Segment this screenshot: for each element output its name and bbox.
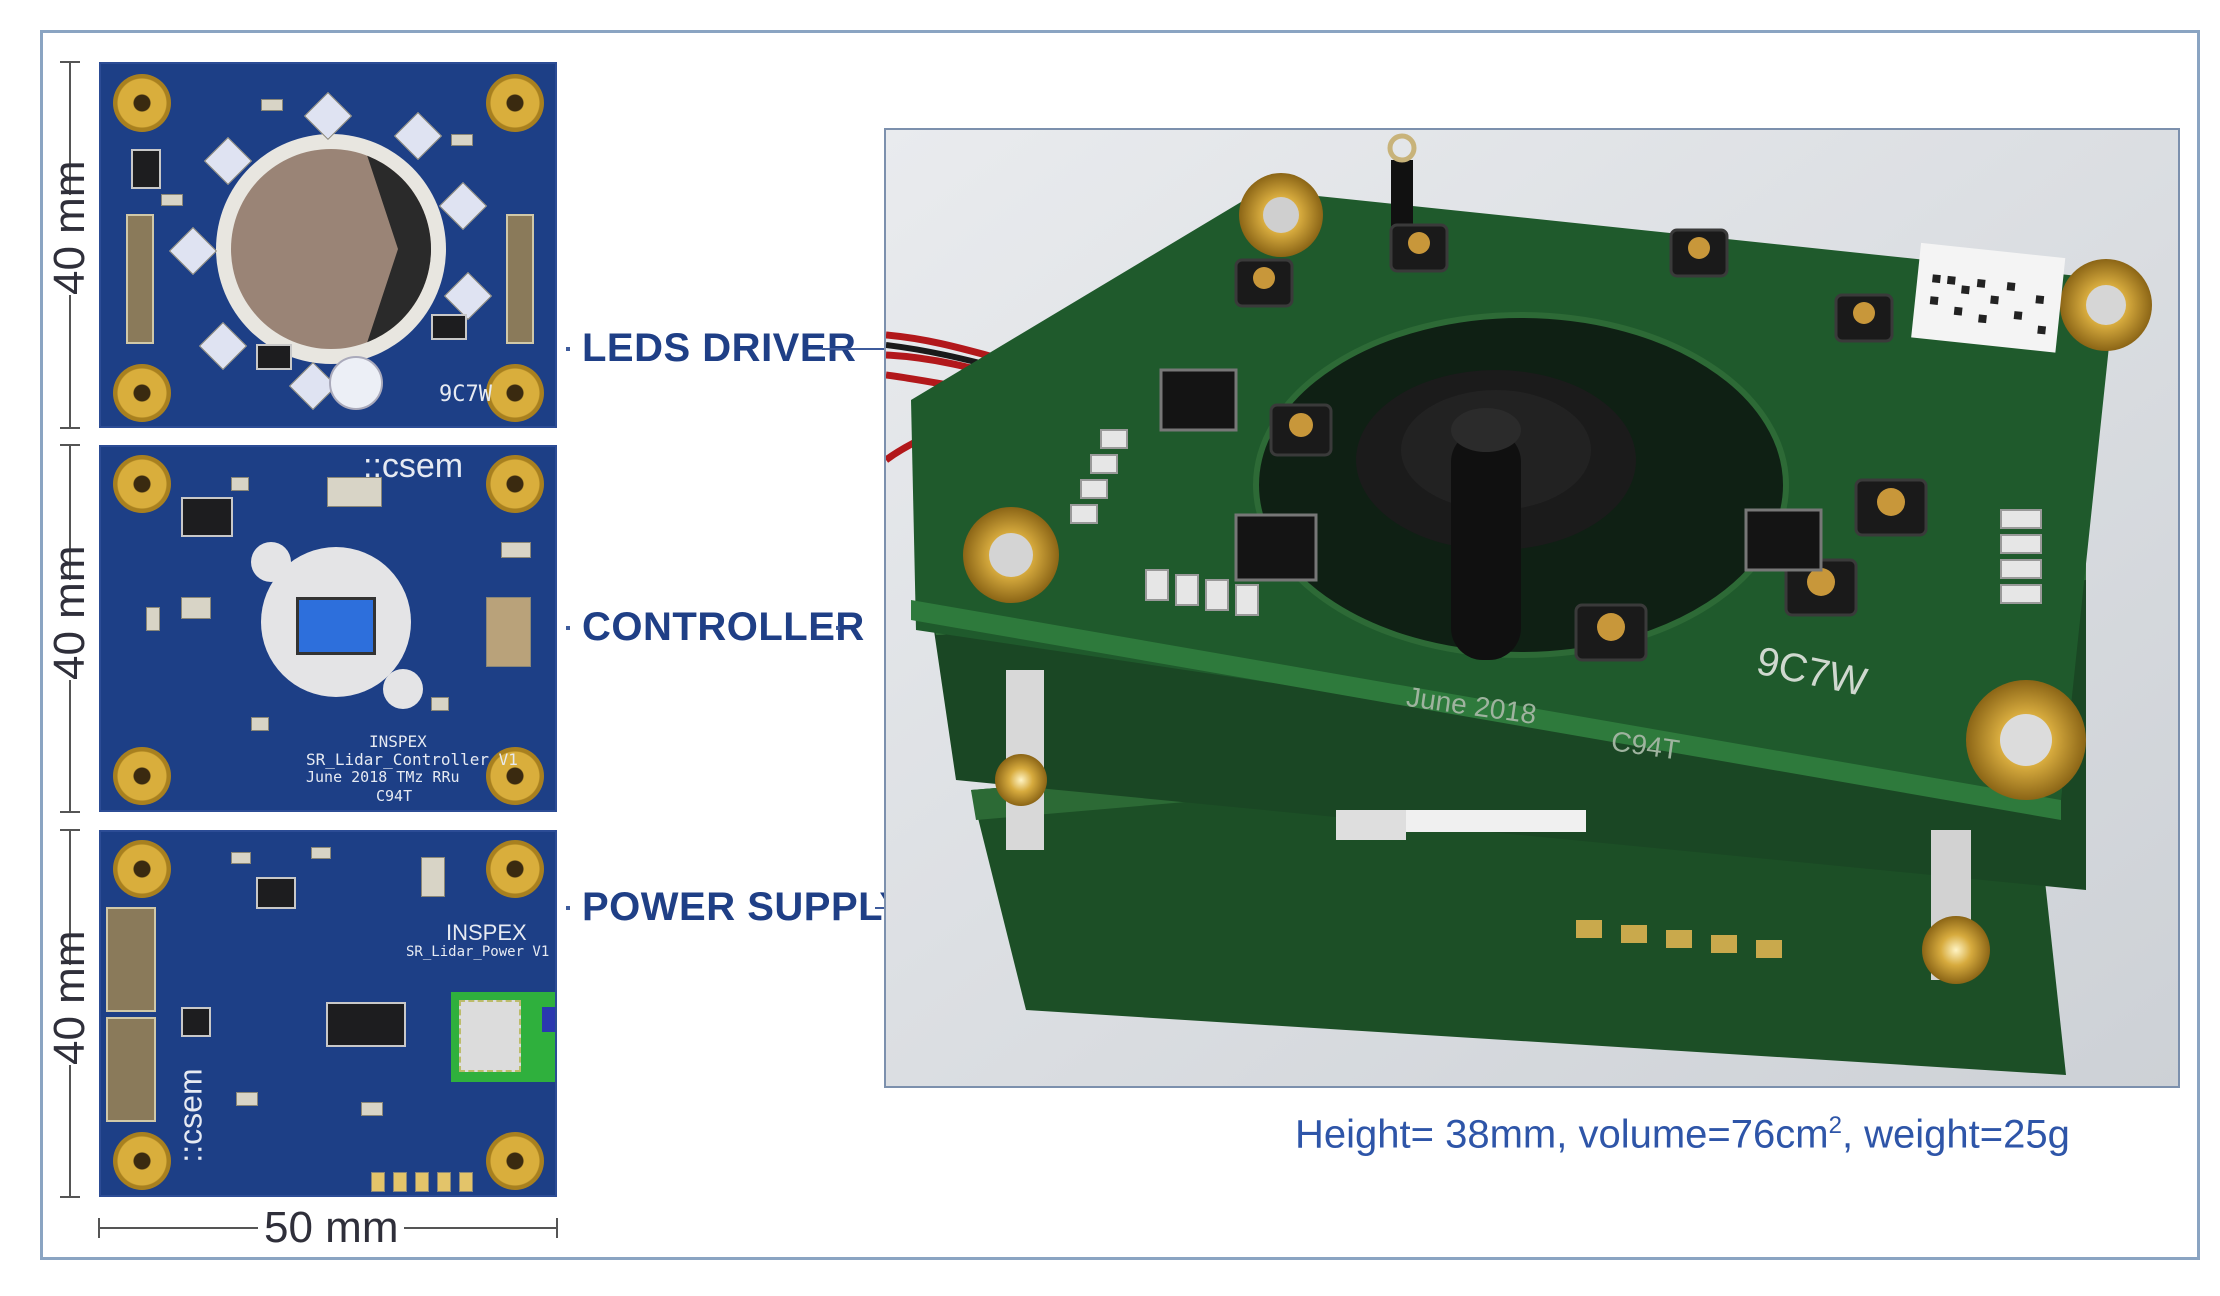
test-pad xyxy=(393,1172,407,1192)
mounting-pad xyxy=(486,840,544,898)
caption-superscript: 2 xyxy=(1828,1112,1842,1139)
dimension-label-width: 50 mm xyxy=(258,1203,405,1253)
resistor xyxy=(231,477,249,491)
led-emitter xyxy=(393,111,443,161)
mosfet xyxy=(131,149,161,189)
resistor xyxy=(146,607,160,631)
mounting-pad xyxy=(113,364,171,422)
resistor xyxy=(451,134,473,146)
resistor xyxy=(421,857,445,897)
sensor-chip xyxy=(296,597,376,655)
resistor xyxy=(161,194,183,206)
led-emitter xyxy=(198,321,248,371)
callout-marker xyxy=(566,906,570,910)
test-pad xyxy=(437,1172,451,1192)
callout-controller: CONTROLLER xyxy=(582,605,865,649)
mounting-pad xyxy=(486,455,544,513)
product-photo: 9C7W June 2018 C94T xyxy=(884,128,2180,1088)
sensor-bracket-ear xyxy=(251,542,291,582)
resistor xyxy=(361,1102,383,1116)
caption-text: Height= 38mm, volume=76cm xyxy=(1295,1112,1829,1157)
led-emitter xyxy=(438,181,488,231)
board-code: C94T xyxy=(376,787,413,805)
board-name: SR_Lidar_Power V1 xyxy=(406,944,550,960)
board-code: 9C7W xyxy=(439,382,492,407)
ic-chip xyxy=(256,877,296,909)
resistor xyxy=(236,1092,258,1106)
led-emitter xyxy=(443,271,493,321)
led-emitter-large xyxy=(329,356,383,410)
test-pad xyxy=(459,1172,473,1192)
sensor-bracket-ear xyxy=(383,669,423,709)
mounting-pad xyxy=(113,74,171,132)
dimension-label-power: 40 mm xyxy=(45,930,95,1065)
resistor xyxy=(181,597,211,619)
resistor xyxy=(311,847,331,859)
mosfet xyxy=(431,314,467,340)
test-pad xyxy=(415,1172,429,1192)
callout-marker xyxy=(566,626,570,630)
figure-frame xyxy=(40,30,2200,1260)
callout-marker xyxy=(566,347,570,351)
board-leds-driver: 9C7W xyxy=(99,62,557,428)
callout-power-supply: POWER SUPPLY xyxy=(582,885,907,929)
dimension-label-controller: 40 mm xyxy=(45,545,95,680)
connector xyxy=(106,907,156,1012)
mounting-pad xyxy=(486,1132,544,1190)
connector xyxy=(126,214,154,344)
project-name: INSPEX xyxy=(369,732,427,751)
resistor xyxy=(431,697,449,711)
mounting-pad xyxy=(113,455,171,513)
connector xyxy=(486,597,531,667)
mounting-pad xyxy=(113,747,171,805)
dimension-label-leds: 40 mm xyxy=(45,160,95,295)
caption-text-tail: , weight=25g xyxy=(1841,1112,2070,1157)
board-name: SR_Lidar_Controller V1 xyxy=(306,750,518,769)
resistor xyxy=(251,717,269,731)
callout-leds-driver: LEDS DRIVER xyxy=(582,326,857,370)
ic-chip xyxy=(181,1007,211,1037)
test-pad xyxy=(371,1172,385,1192)
resistor xyxy=(231,852,251,864)
mounting-pad xyxy=(486,747,544,805)
connector xyxy=(106,1017,156,1122)
mounting-pad xyxy=(113,840,171,898)
ic-chip xyxy=(181,497,233,537)
connector xyxy=(506,214,534,344)
project-name: INSPEX xyxy=(446,920,527,945)
board-controller: ::csem INSPEX SR_Lidar_Controller V1 Jun… xyxy=(99,445,557,812)
mounting-pad xyxy=(113,1132,171,1190)
mosfet xyxy=(256,344,292,370)
mounting-pad xyxy=(486,364,544,422)
crystal xyxy=(327,477,382,507)
stacked-pcb-illustration xyxy=(886,130,2178,1086)
csem-logo: ::csem xyxy=(172,1068,209,1163)
led-emitter xyxy=(168,226,218,276)
radio-module-tab xyxy=(542,1007,555,1032)
ic-chip xyxy=(326,1002,406,1047)
board-date: June 2018 TMz RRu xyxy=(306,768,460,786)
board-power-supply: INSPEX SR_Lidar_Power V1 ::csem xyxy=(99,830,557,1197)
led-emitter xyxy=(303,91,353,141)
test-pad xyxy=(501,542,531,558)
radio-module-shield xyxy=(459,1000,521,1072)
callout-marker xyxy=(836,626,840,630)
resistor xyxy=(261,99,283,111)
mounting-pad xyxy=(486,74,544,132)
specs-caption: Height= 38mm, volume=76cm2, weight=25g xyxy=(1295,1112,2070,1157)
